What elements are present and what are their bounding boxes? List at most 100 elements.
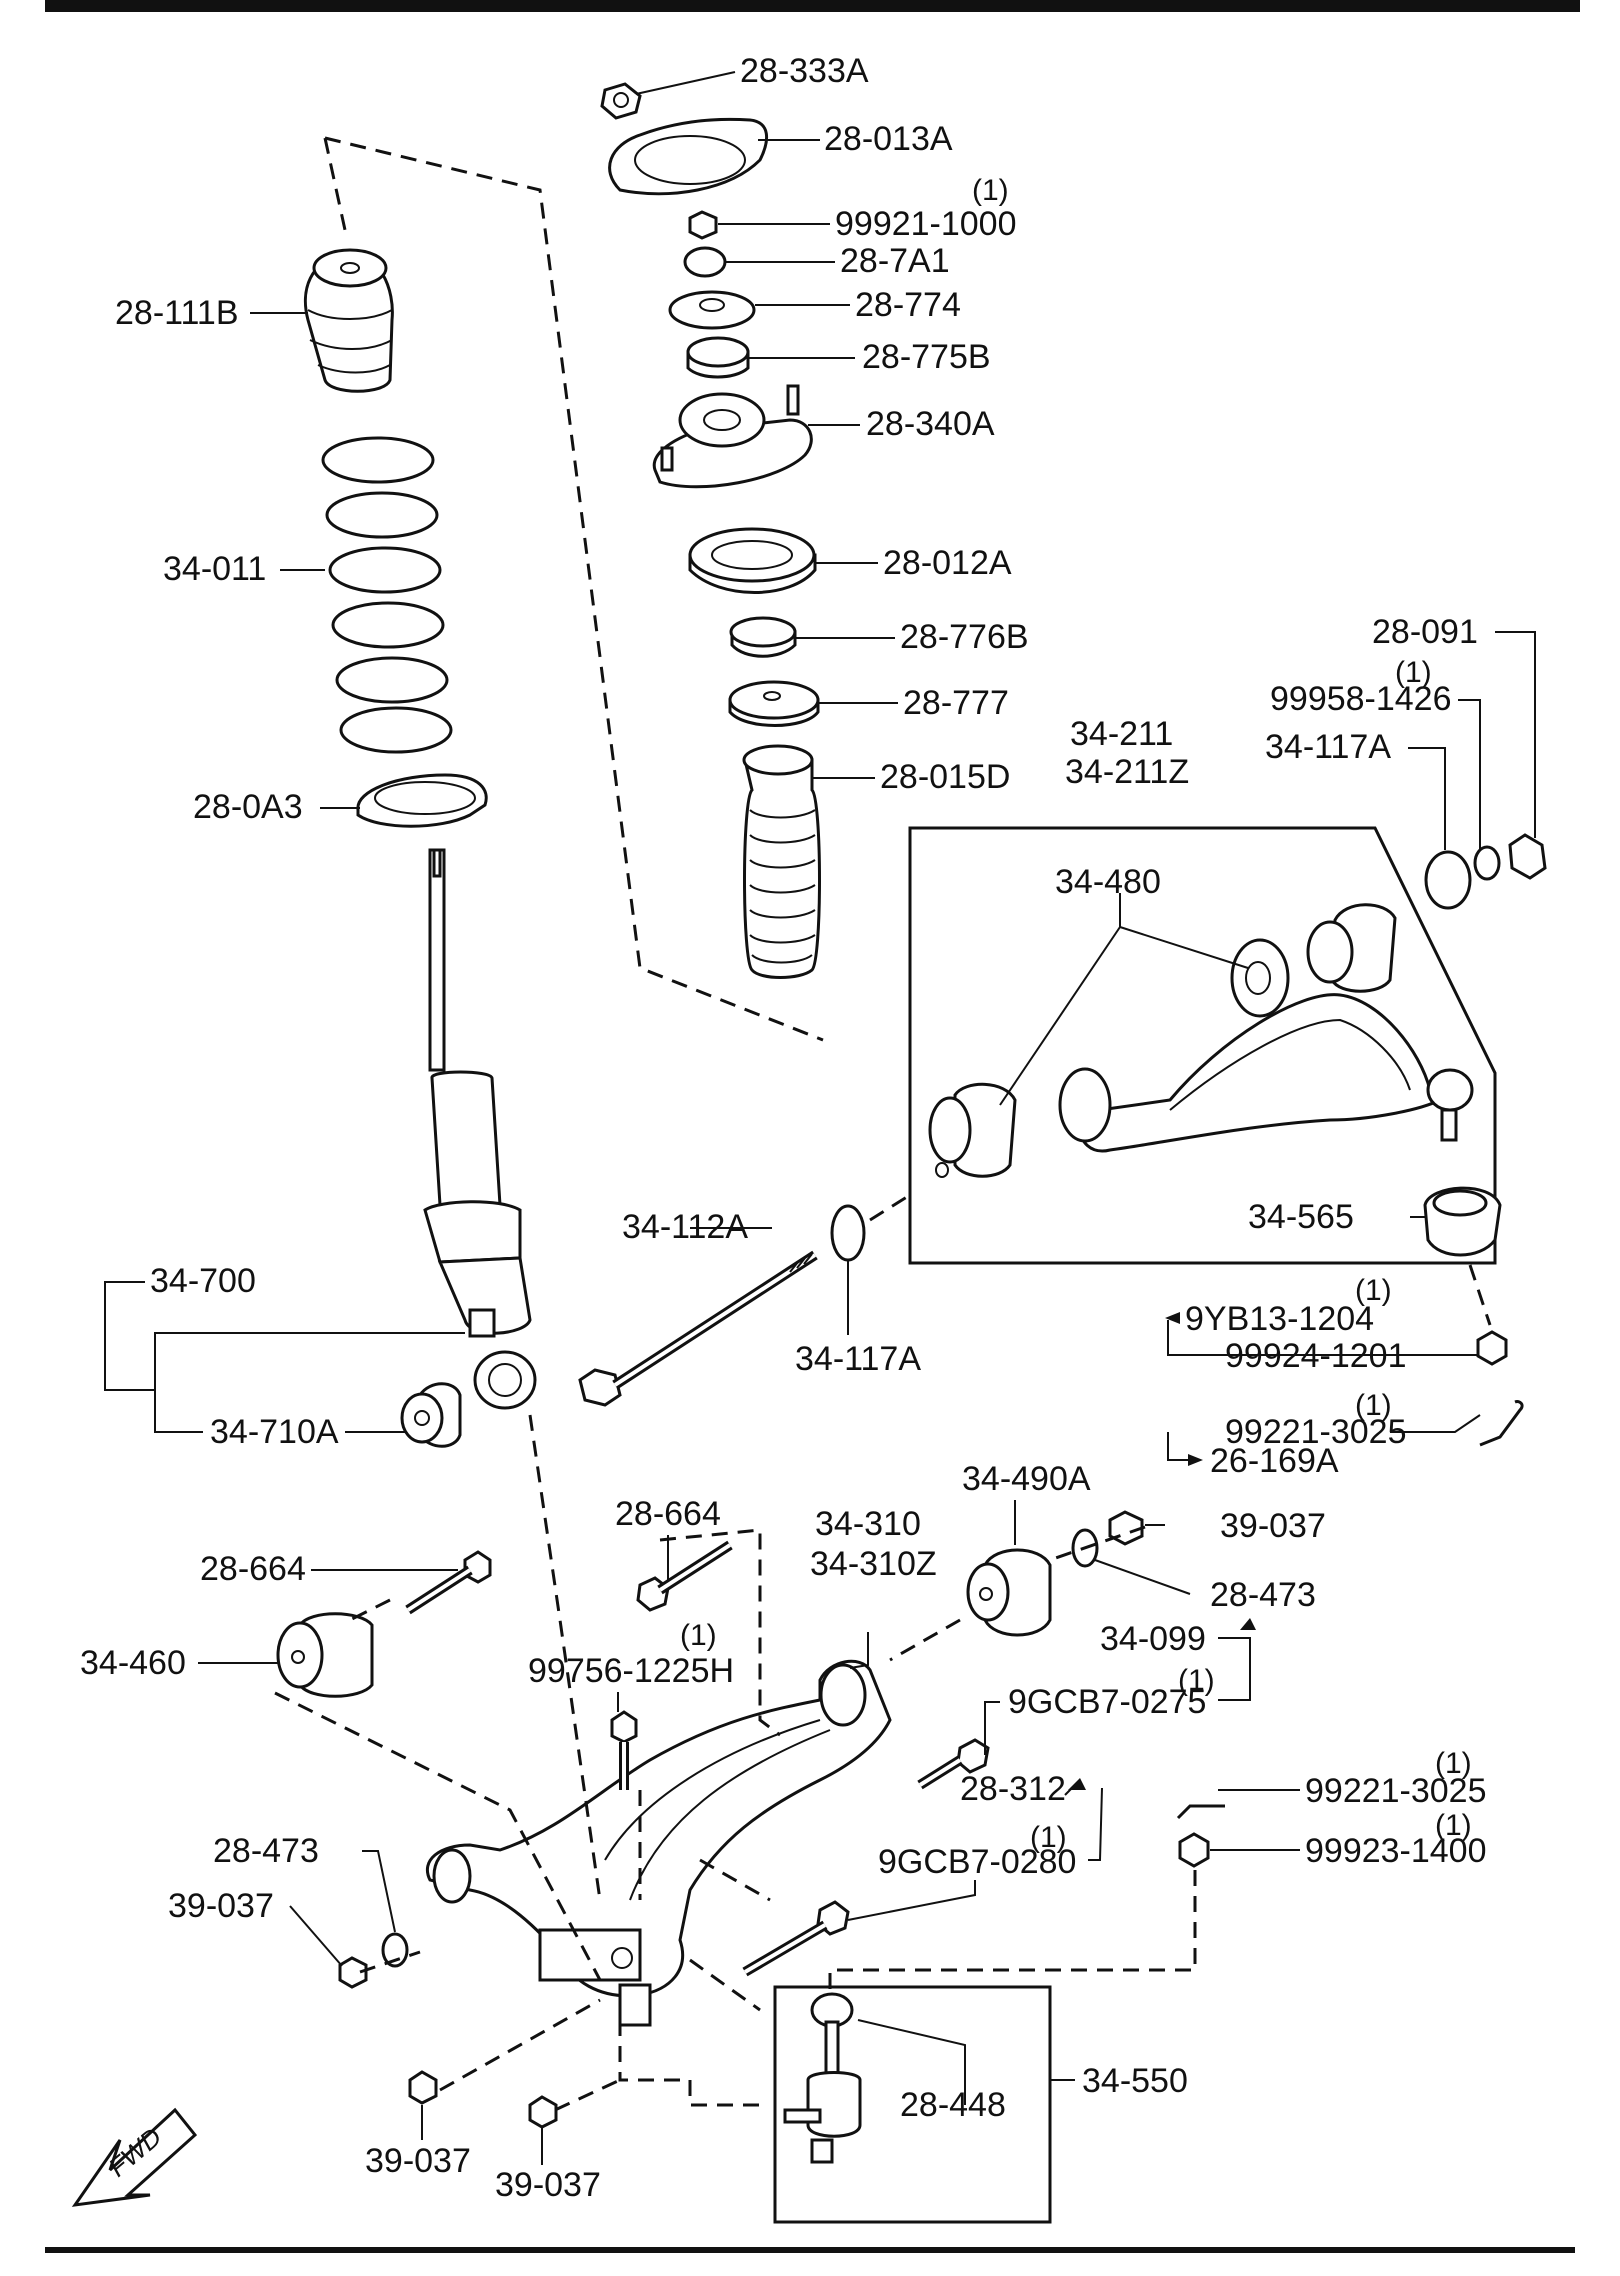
nut-28-333A — [600, 82, 642, 120]
label-99221-3025-b: 99221-3025 — [1305, 1772, 1487, 1810]
label-39-037-left: 39-037 — [168, 1887, 274, 1925]
qty-99923-1400: (1) — [1435, 1809, 1472, 1842]
label-34-550: 34-550 — [1082, 2062, 1188, 2100]
spring-seat-28-0A3 — [356, 773, 488, 828]
label-34-211Z: 34-211Z — [1065, 753, 1189, 791]
bushing-34-710A — [400, 1382, 462, 1448]
strut-upper-parts — [600, 82, 821, 979]
label-28-777: 28-777 — [903, 684, 1009, 722]
assembly-dashed-lines — [274, 1414, 1146, 2112]
label-39-037-bottom-center: 39-037 — [495, 2166, 601, 2204]
qty-99921-1000: (1) — [972, 174, 1009, 207]
upper-arm-box-34-211 — [908, 826, 1497, 1265]
bolt-34-112A — [578, 1250, 818, 1407]
label-39-037-upper: 39-037 — [1220, 1507, 1326, 1545]
label-28-015D: 28-015D — [880, 758, 1010, 796]
label-34-112A: 34-112A — [622, 1208, 748, 1246]
upper-arm-34-211 — [928, 903, 1474, 1178]
label-28-774: 28-774 — [855, 286, 961, 324]
bushing-34-490A — [966, 1548, 1052, 1637]
plate-28-013A — [608, 117, 769, 196]
ball-joint-box-34-550 — [773, 1985, 1052, 2224]
label-9GCB7-0275: 9GCB7-0275 — [1008, 1683, 1206, 1721]
arrow-9YB13 — [1165, 1312, 1180, 1324]
label-34-211: 34-211 — [1070, 715, 1173, 753]
nut-28-091 — [1508, 833, 1547, 880]
label-28-7A1: 28-7A1 — [840, 242, 950, 280]
washer-28-473-lower — [381, 1932, 409, 1968]
bushing-34-460 — [276, 1612, 374, 1698]
label-28-473-lower: 28-473 — [213, 1832, 319, 1870]
ball-joint-34-550 — [783, 1992, 862, 2164]
mount-stud-right — [786, 384, 800, 416]
washer-99958-1426 — [1473, 845, 1501, 881]
label-99756-1225H: 99756-1225H — [528, 1652, 734, 1690]
label-34-490A: 34-490A — [962, 1460, 1091, 1498]
qty-9GCB7-0280: (1) — [1030, 1821, 1067, 1854]
label-28-333A: 28-333A — [740, 52, 869, 90]
label-34-700: 34-700 — [150, 1262, 256, 1300]
label-99221-3025-a: 99221-3025 — [1225, 1413, 1407, 1451]
part-labels: 28-333A 28-013A (1) 99921-1000 28-7A1 28… — [80, 52, 1487, 2204]
arrow-26-169A — [1188, 1454, 1203, 1466]
cotter-pin-99221-3025-lower — [1176, 1804, 1225, 1820]
qty-9YB13-1204: (1) — [1355, 1274, 1392, 1307]
label-28-012A: 28-012A — [883, 544, 1012, 582]
label-9YB13-1204: 9YB13-1204 — [1185, 1300, 1374, 1338]
strut-group-boundary — [324, 136, 824, 1042]
label-28-0A3: 28-0A3 — [193, 788, 303, 826]
label-34-710A: 34-710A — [210, 1413, 339, 1451]
coil-spring-34-011 — [321, 436, 453, 754]
label-28-448: 28-448 — [900, 2086, 1006, 2124]
arrow-34-099 — [1240, 1618, 1256, 1630]
label-28-473-upper: 28-473 — [1210, 1576, 1316, 1614]
leader-lines — [104, 71, 1536, 2165]
label-28-111B: 28-111B — [115, 294, 239, 332]
label-28-664-left: 28-664 — [200, 1550, 306, 1588]
nut-39-037-upper — [1108, 1510, 1144, 1546]
label-34-480: 34-480 — [1055, 863, 1161, 901]
label-99958-1426: 99958-1426 — [1270, 680, 1452, 718]
qty-99958-1426: (1) — [1395, 656, 1432, 689]
label-28-340A: 28-340A — [866, 405, 995, 443]
label-34-117A-upper: 34-117A — [1265, 728, 1391, 766]
label-28-312: 28-312 — [960, 1770, 1066, 1808]
washer-34-117A-upper — [1424, 850, 1472, 910]
nut-39-037-bottom-center — [528, 2095, 558, 2129]
nut-99924-1201 — [1476, 1330, 1508, 1366]
nut-39-037-bottom-left — [408, 2070, 438, 2105]
label-9GCB7-0280: 9GCB7-0280 — [878, 1843, 1076, 1881]
label-34-099: 34-099 — [1100, 1620, 1206, 1658]
mount-stud-left — [660, 446, 674, 472]
label-28-013A: 28-013A — [824, 120, 953, 158]
boot-28-015D — [742, 744, 821, 979]
nut-28-7A1 — [683, 246, 727, 278]
cotter-pin-99221-3025 — [1479, 1400, 1524, 1447]
bolt-28-664-center — [636, 1540, 733, 1612]
label-34-011: 34-011 — [163, 550, 266, 588]
label-28-664-center: 28-664 — [615, 1495, 721, 1533]
label-34-310Z: 34-310Z — [810, 1545, 937, 1583]
qty-99756-1225H: (1) — [680, 1619, 717, 1652]
label-34-460: 34-460 — [80, 1644, 186, 1682]
top-border — [45, 0, 1580, 12]
label-34-310: 34-310 — [815, 1505, 921, 1543]
bolt-9GCB7-0275 — [917, 1738, 990, 1790]
arrow-28-312 — [1068, 1778, 1086, 1790]
qty-99221-3025-b: (1) — [1435, 1747, 1472, 1780]
nut-99923-1400 — [1178, 1832, 1210, 1868]
qty-9GCB7-0275: (1) — [1178, 1664, 1215, 1697]
qty-99221-3025-a: (1) — [1355, 1389, 1392, 1422]
label-26-169A: 26-169A — [1210, 1442, 1339, 1480]
nut-99921-1000 — [688, 210, 718, 240]
bolt-28-664-left — [405, 1550, 492, 1615]
boot-34-565 — [1423, 1186, 1502, 1257]
bump-stop-28-111B — [303, 248, 394, 393]
bolt-99756-1225H — [610, 1710, 638, 1790]
nut-39-037-left — [338, 1956, 368, 1989]
label-28-776B: 28-776B — [900, 618, 1029, 656]
lower-arm-34-310 — [426, 1659, 892, 2027]
washer-34-117A — [830, 1204, 866, 1262]
